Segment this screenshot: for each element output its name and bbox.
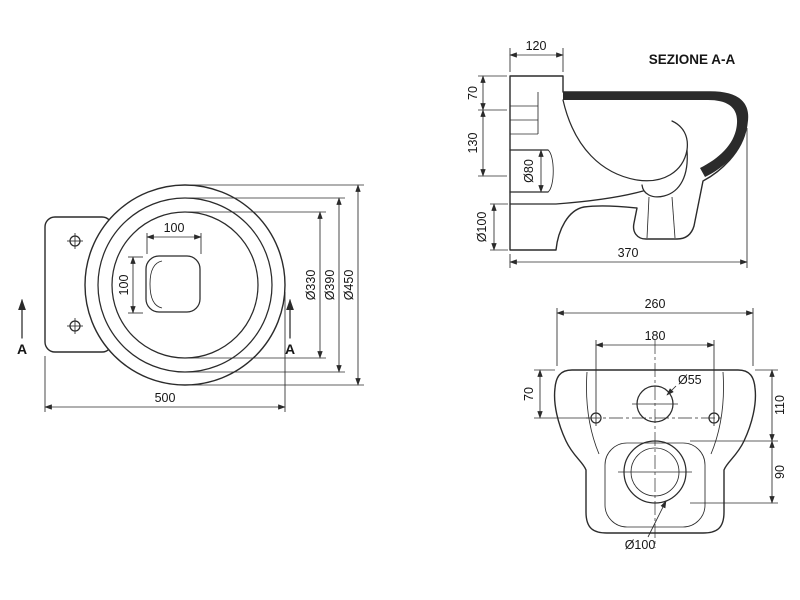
section-dim-130: 130 bbox=[466, 133, 480, 154]
section-title: SEZIONE A-A bbox=[649, 52, 736, 67]
outlet-throat-line bbox=[646, 196, 650, 239]
section-dim-370: 370 bbox=[618, 246, 639, 260]
section-marker-left-label: A bbox=[17, 341, 27, 357]
plan-dim-drain-height: 100 bbox=[117, 275, 131, 296]
section-rim-band bbox=[563, 92, 748, 177]
plan-dim-d450: Ø450 bbox=[342, 270, 356, 301]
plan-drain-opening bbox=[145, 255, 201, 313]
leader-line bbox=[666, 385, 677, 396]
leader-line bbox=[647, 500, 667, 538]
plan-bowl-inner-circle bbox=[111, 211, 259, 359]
rear-inner-side-line bbox=[710, 371, 724, 455]
section-dim-d100: Ø100 bbox=[475, 212, 489, 243]
plan-dim-d390: Ø390 bbox=[323, 270, 337, 301]
outlet-pipe-line bbox=[509, 190, 644, 205]
rear-dim-d100: Ø100 bbox=[625, 538, 656, 552]
plan-dim-overall: 500 bbox=[155, 391, 176, 405]
section-dim-70: 70 bbox=[466, 86, 480, 100]
plan-dim-drain-width: 100 bbox=[164, 221, 185, 235]
section-dim-d80: Ø80 bbox=[522, 159, 536, 183]
plan-dim-d330: Ø330 bbox=[304, 270, 318, 301]
rear-inner-side-line bbox=[586, 371, 600, 455]
rear-dim-180: 180 bbox=[645, 329, 666, 343]
section-view: SEZIONE A-A 120 70 130 bbox=[466, 39, 749, 268]
inlet-pipe-cap bbox=[547, 149, 554, 193]
rear-boot-inner-outline bbox=[604, 442, 706, 528]
section-trap-curve bbox=[641, 149, 688, 198]
plan-view: 100 100 Ø330 Ø390 Ø450 500 A A bbox=[17, 184, 364, 412]
rear-dim-260: 260 bbox=[645, 297, 666, 311]
section-dim-120: 120 bbox=[526, 39, 547, 53]
plan-drain-inner-line bbox=[149, 260, 163, 309]
outlet-throat-line bbox=[671, 196, 676, 239]
section-marker-right-label: A bbox=[285, 341, 295, 357]
rear-dim-110: 110 bbox=[773, 395, 787, 415]
section-basin-curve bbox=[562, 99, 689, 182]
rear-dim-90: 90 bbox=[773, 465, 787, 479]
rear-dim-d55: Ø55 bbox=[678, 373, 702, 387]
plan-bowl-outer-circle bbox=[84, 184, 286, 386]
rear-dim-70: 70 bbox=[522, 387, 536, 401]
plan-bowl-mid-circle bbox=[97, 197, 273, 373]
rear-view: 260 180 Ø55 70 110 90 Ø100 bbox=[522, 297, 787, 552]
